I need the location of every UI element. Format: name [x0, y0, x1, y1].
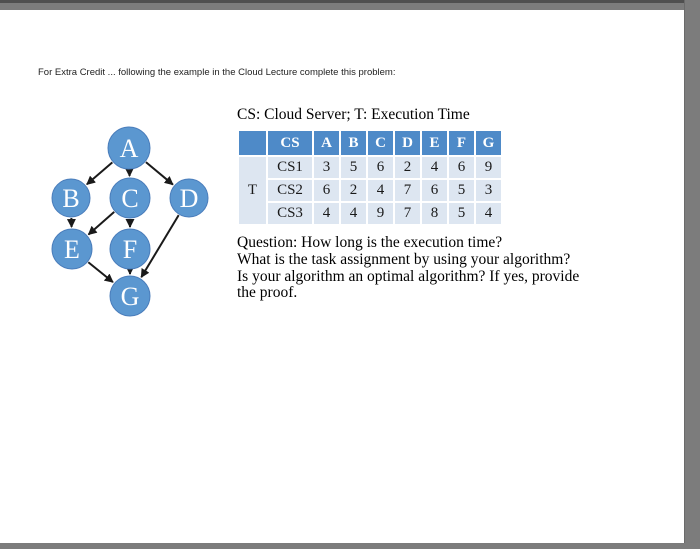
node-label-A: A: [120, 134, 139, 163]
graph-node-A: A: [107, 126, 151, 170]
time-value-cell: 4: [341, 203, 366, 224]
graph-edge-D-G: [140, 214, 180, 279]
question-line: the proof.: [237, 284, 298, 302]
time-value-cell: 2: [341, 180, 366, 201]
column-header-C: C: [368, 131, 393, 155]
node-label-C: C: [121, 184, 138, 213]
node-circle-G: [109, 275, 151, 317]
question-line: Is your algorithm an optimal algorithm? …: [237, 267, 580, 285]
time-value-cell: 6: [422, 180, 447, 201]
node-label-B: B: [62, 184, 79, 213]
graph-edge-C-E: [87, 211, 115, 236]
graph-node-E: E: [51, 228, 93, 270]
time-value-cell: 7: [395, 203, 420, 224]
graph-node-D: D: [169, 178, 209, 218]
window-frame-top: [0, 0, 700, 10]
node-label-E: E: [64, 235, 80, 264]
graph-edge-E-G: [87, 261, 114, 283]
graph-node-B: B: [51, 178, 91, 218]
row-header-CS3: CS3: [268, 203, 312, 224]
window-frame-right: [684, 0, 700, 549]
time-value-cell: 9: [368, 203, 393, 224]
question-line: Question: How long is the execution time…: [237, 234, 503, 251]
time-value-cell: 6: [449, 157, 474, 178]
time-value-cell: 4: [476, 203, 501, 224]
time-value-cell: 6: [368, 157, 393, 178]
question-line: What is the task assignment by using you…: [237, 250, 571, 268]
column-header-G: G: [476, 131, 501, 155]
node-circle-C: [109, 177, 151, 219]
node-circle-D: [169, 178, 209, 218]
time-value-cell: 5: [449, 203, 474, 224]
table-corner-cell: [239, 131, 266, 155]
time-value-cell: 3: [476, 180, 501, 201]
graph-edge-A-D: [145, 161, 174, 186]
column-header-B: B: [341, 131, 366, 155]
t-axis-label: T: [239, 157, 266, 224]
time-value-cell: 5: [341, 157, 366, 178]
column-header-CS: CS: [268, 131, 312, 155]
time-value-cell: 4: [368, 180, 393, 201]
node-circle-A: [107, 126, 151, 170]
column-header-E: E: [422, 131, 447, 155]
node-circle-F: [109, 228, 151, 270]
graph-node-G: G: [109, 275, 151, 317]
task-dependency-graph: A B C D E FG: [51, 126, 209, 317]
node-circle-B: [51, 178, 91, 218]
graph-node-C: C: [109, 177, 151, 219]
node-circle-E: [51, 228, 93, 270]
time-value-cell: 5: [449, 180, 474, 201]
time-value-cell: 8: [422, 203, 447, 224]
time-value-cell: 4: [314, 203, 339, 224]
time-value-cell: 7: [395, 180, 420, 201]
column-header-A: A: [314, 131, 339, 155]
row-header-CS2: CS2: [268, 180, 312, 201]
window-frame-bottom: [0, 543, 700, 549]
time-value-cell: 2: [395, 157, 420, 178]
column-header-D: D: [395, 131, 420, 155]
time-value-cell: 4: [422, 157, 447, 178]
graph-edge-A-B: [86, 161, 113, 186]
document-page: For Extra Credit ... following the examp…: [0, 10, 684, 543]
time-value-cell: 3: [314, 157, 339, 178]
time-value-cell: 9: [476, 157, 501, 178]
column-header-F: F: [449, 131, 474, 155]
assignment-instruction: For Extra Credit ... following the examp…: [38, 67, 396, 78]
time-value-cell: 6: [314, 180, 339, 201]
node-label-F: F: [123, 235, 137, 264]
question-block: Question: How long is the execution time…: [237, 234, 580, 302]
node-label-G: G: [121, 282, 140, 311]
node-label-D: D: [180, 184, 199, 213]
graph-node-F: F: [109, 228, 151, 270]
table-title: CS: Cloud Server; T: Execution Time: [237, 106, 470, 123]
row-header-CS1: CS1: [268, 157, 312, 178]
